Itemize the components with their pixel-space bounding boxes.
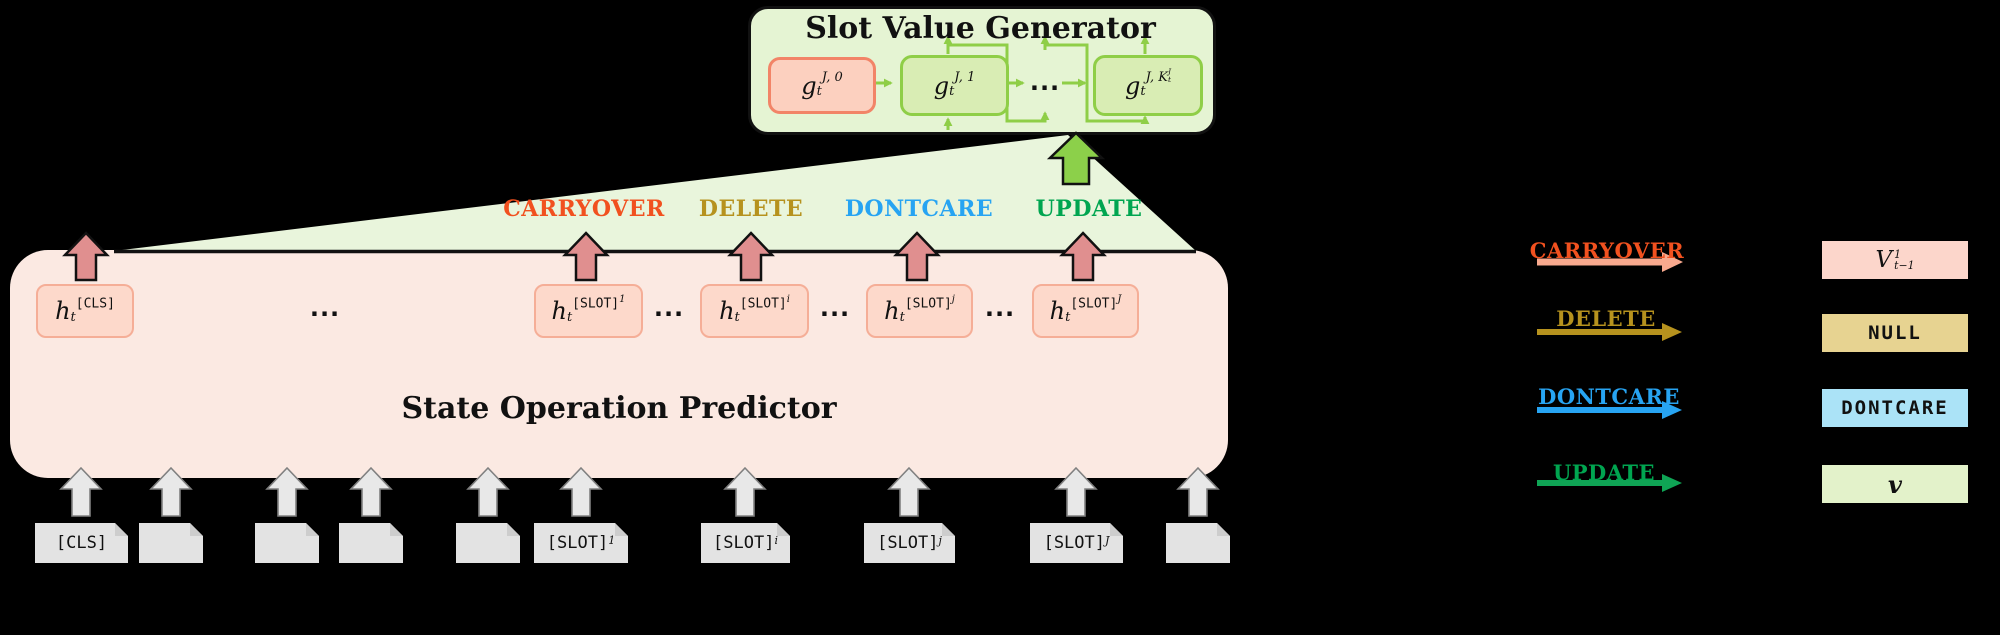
predictor-ellipsis-4: ...: [984, 294, 1016, 322]
token-fold-corner: [1217, 523, 1230, 536]
token-fold-corner: [306, 523, 319, 536]
token-fold-corner: [115, 523, 128, 536]
token-slotj: [SLOT]j: [864, 523, 955, 563]
token-fold-corner: [777, 523, 790, 536]
legend-label-delete: DELETE: [1556, 306, 1656, 331]
token-blank-3: [339, 523, 403, 563]
delete-arrowhead-icon: [1662, 323, 1682, 341]
token-slot1: [SLOT]1: [534, 523, 628, 563]
token-fold-corner: [190, 523, 203, 536]
update-wedge-shape: [114, 135, 1196, 251]
predictor-ellipsis-1: ...: [309, 294, 341, 322]
legend-arrows: [1537, 252, 1683, 492]
legend-value-dontcare: DONTCARE: [1822, 389, 1968, 427]
token-slotbigj: [SLOT]J: [1030, 523, 1123, 563]
token-blank-1: [139, 523, 203, 563]
generator-title: Slot Value Generator: [805, 11, 1156, 46]
token-blank-2: [255, 523, 319, 563]
update-arrowhead-icon: [1662, 474, 1682, 492]
token-fold-corner: [390, 523, 403, 536]
legend-label-dontcare: DONTCARE: [1538, 384, 1680, 409]
token-fold-corner: [1110, 523, 1123, 536]
legend-label-carryover: CARRYOVER: [1529, 238, 1685, 263]
op-label-delete: DELETE: [698, 196, 804, 222]
op-label-dontcare: DONTCARE: [844, 196, 994, 222]
op-label-carryover: CARRYOVER: [503, 196, 665, 222]
token-cls: [CLS]: [35, 523, 128, 563]
legend-value-null: NULL: [1822, 314, 1968, 352]
token-fold-corner: [507, 523, 520, 536]
token-fold-corner: [942, 523, 955, 536]
legend-value-v: v: [1822, 465, 1968, 503]
token-blank-5: [1166, 523, 1230, 563]
update-arrow-into-generator: [1046, 131, 1106, 186]
token-blank-4: [456, 523, 520, 563]
op-label-update: UPDATE: [1035, 196, 1143, 222]
generator-ellipsis: ...: [1029, 68, 1061, 96]
predictor-ellipsis-3: ...: [819, 294, 851, 322]
token-fold-corner: [615, 523, 628, 536]
token-sloti: [SLOT]i: [701, 523, 790, 563]
predictor-ellipsis-2: ...: [653, 294, 685, 322]
predictor-title: State Operation Predictor: [401, 391, 837, 426]
legend-label-update: UPDATE: [1552, 460, 1656, 485]
